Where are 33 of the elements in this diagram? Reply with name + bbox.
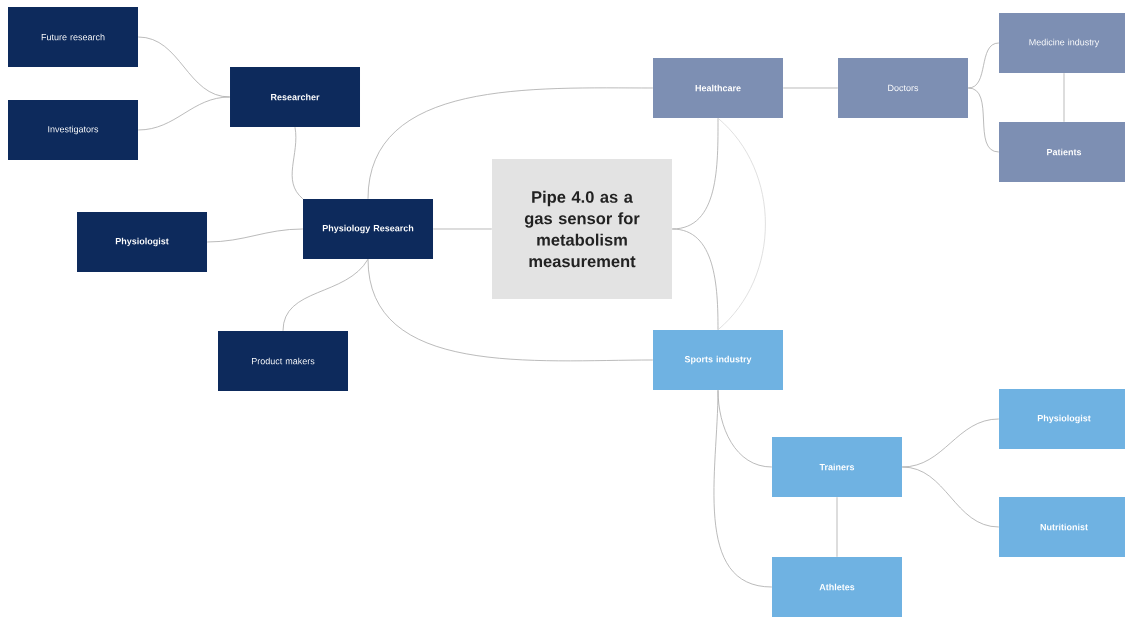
connector-line bbox=[967, 87, 1000, 153]
connector-line bbox=[713, 389, 773, 588]
topic-box: Future research bbox=[8, 7, 138, 67]
topic-box: Sports industry bbox=[653, 330, 783, 390]
connector-line bbox=[967, 42, 1000, 89]
topic-box: Product makers bbox=[218, 331, 348, 391]
central-topic-box: Pipe 4.0 as a gas sensor for metabolism measurement bbox=[492, 159, 672, 299]
topic-box: Physiologist bbox=[999, 389, 1125, 449]
connector-line bbox=[367, 258, 654, 362]
connector-line bbox=[671, 228, 719, 331]
connector-line bbox=[782, 87, 839, 89]
connector-line bbox=[901, 418, 1000, 468]
topic-box: Healthcare bbox=[653, 58, 783, 118]
topic-box: Athletes bbox=[772, 557, 902, 617]
connector-line bbox=[282, 258, 369, 332]
topic-box: Trainers bbox=[772, 437, 902, 497]
connector-line bbox=[717, 117, 766, 331]
connector-line bbox=[901, 466, 1000, 528]
connector-line bbox=[1063, 72, 1065, 123]
topic-box: Investigators bbox=[8, 100, 138, 160]
connector-line bbox=[291, 126, 304, 200]
connector-line bbox=[367, 87, 654, 200]
topic-box: Doctors bbox=[838, 58, 968, 118]
connector-line bbox=[137, 96, 231, 131]
topic-box: Researcher bbox=[230, 67, 360, 127]
topic-box: Patients bbox=[999, 122, 1125, 182]
topic-box: Nutritionist bbox=[999, 497, 1125, 557]
connector-line bbox=[836, 496, 838, 558]
connector-line bbox=[432, 228, 493, 230]
topic-box: Physiology Research bbox=[303, 199, 433, 259]
connector-line bbox=[206, 228, 304, 243]
topic-box: Physiologist bbox=[77, 212, 207, 272]
topic-box: Medicine industry bbox=[999, 13, 1125, 73]
